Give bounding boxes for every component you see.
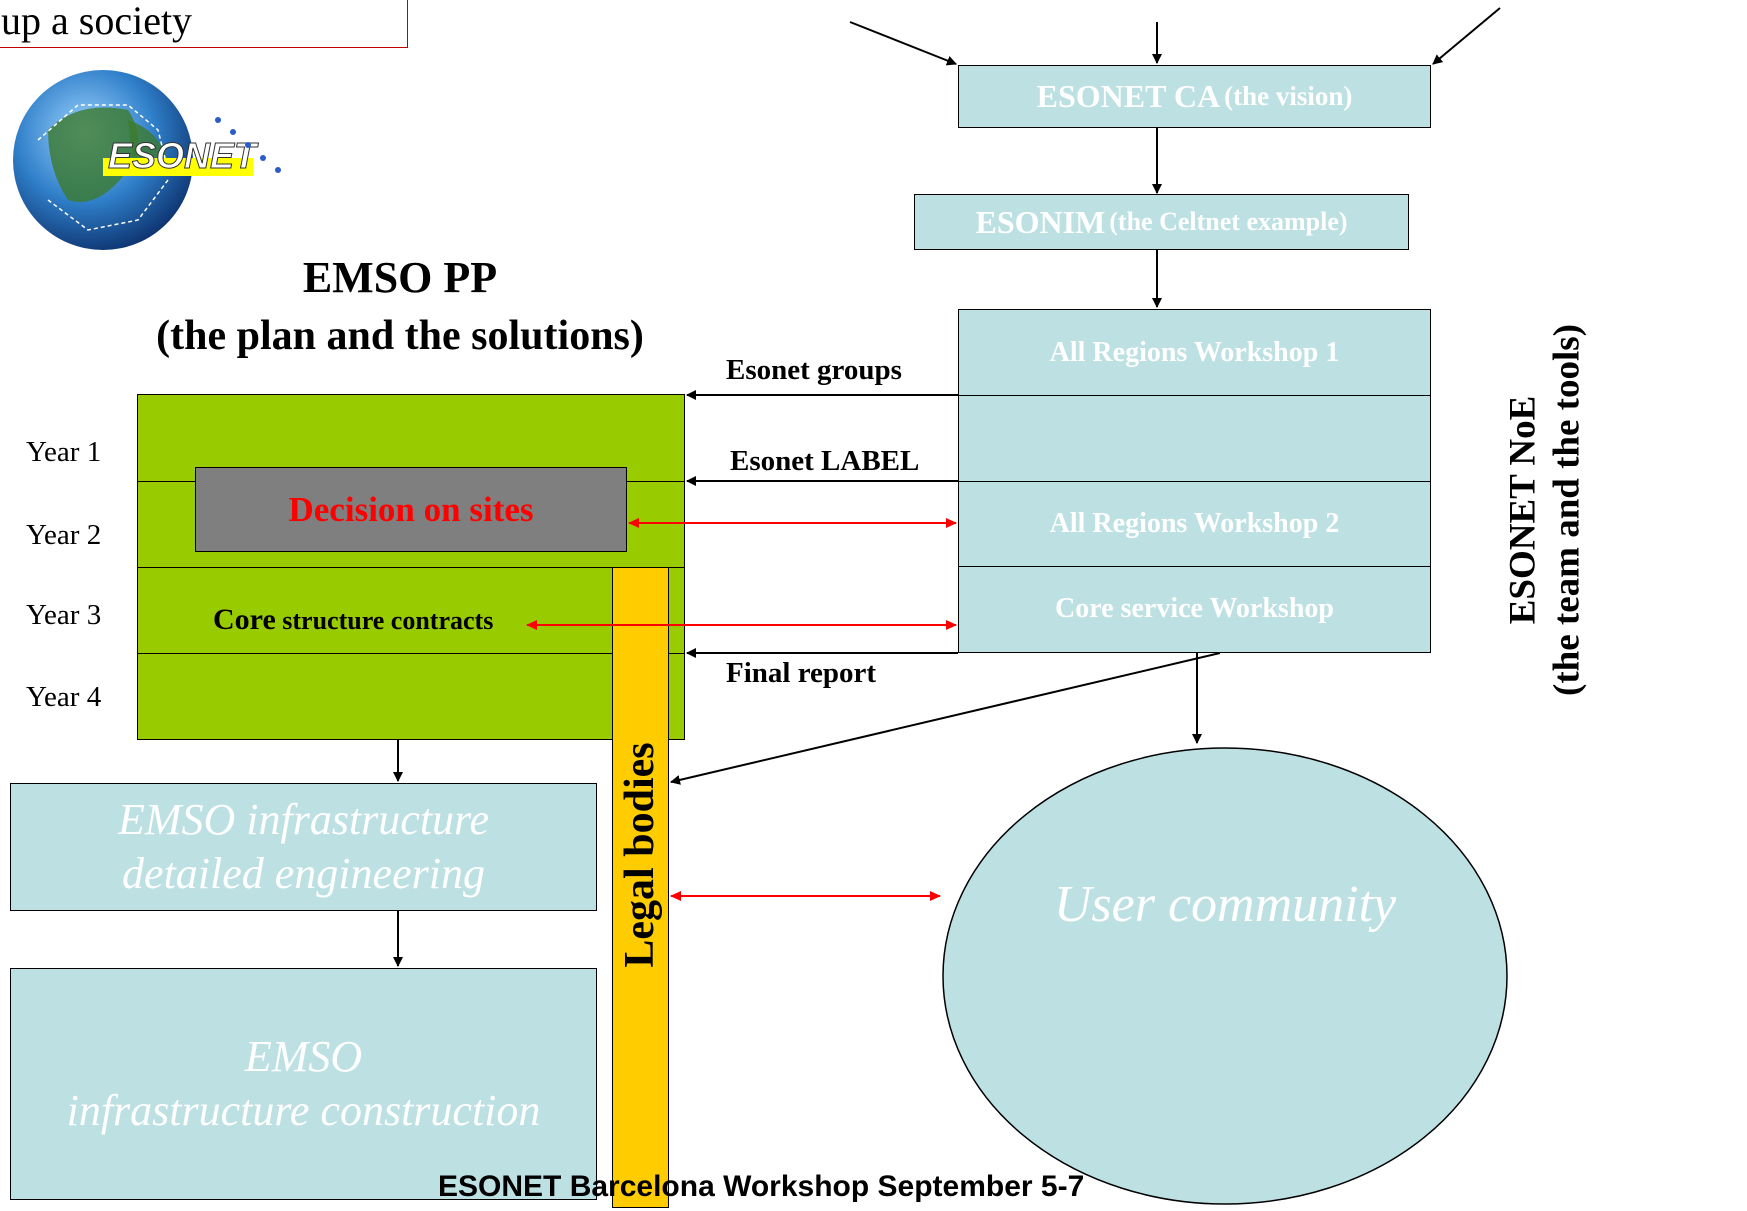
title-box-text: up a society <box>1 0 193 43</box>
legal-bodies-bar <box>612 567 669 1208</box>
decision-box: Decision on sites <box>195 467 627 552</box>
user-community-shape <box>942 747 1508 1205</box>
user-community-label: User community <box>1053 876 1397 934</box>
footer-text: ESONET Barcelona Workshop September 5-7 <box>438 1170 1085 1203</box>
year-label: Year 3 <box>26 599 102 631</box>
input-arrow-right <box>1432 7 1501 65</box>
emso-pp-title: EMSO PP <box>302 253 498 302</box>
emso-engineering-line2: detailed engineering <box>122 849 485 898</box>
esonim-box: ESONIM (the Celtnet example) <box>914 194 1409 250</box>
logo-wordmark: ESONET <box>108 135 259 176</box>
esonet-ca-rest: (the vision) <box>1224 81 1353 111</box>
esonet-ca-bold: ESONET CA <box>1036 78 1221 114</box>
emso-pp-subtitle: (the plan and the solutions) <box>156 313 644 359</box>
year-divider <box>138 653 684 654</box>
workshop-divider <box>959 566 1430 567</box>
esonim-rest: (the Celtnet example) <box>1109 207 1348 236</box>
core-word: Core <box>213 603 276 636</box>
workshop-2-label: All Regions Workshop 2 <box>1049 507 1340 539</box>
year-divider <box>138 567 684 568</box>
emso-construction-line1: EMSO <box>244 1032 363 1082</box>
final-report-label: Final report <box>726 657 877 689</box>
esonet-groups-label: Esonet groups <box>726 354 902 386</box>
esonet-logo: ESONET <box>13 70 281 250</box>
title-box: up a society <box>0 0 408 48</box>
workshops-panel: All Regions Workshop 1 All Regions Works… <box>958 309 1431 653</box>
workshop-divider <box>959 395 1430 396</box>
year-label: Year 2 <box>26 519 102 551</box>
esonim-bold: ESONIM <box>975 203 1106 240</box>
workshop-1-label: All Regions Workshop 1 <box>1049 336 1340 368</box>
core-contracts-label: Core structure contracts <box>213 603 493 637</box>
year-label: Year 1 <box>26 436 102 468</box>
emso-engineering-box: EMSO infrastructure detailed engineering <box>10 783 597 911</box>
esonet-ca-box: ESONET CA (the vision) <box>958 65 1431 128</box>
core-rest: structure contracts <box>275 606 494 635</box>
decision-label: Decision on sites <box>288 489 534 529</box>
panel-to-legal-arrow <box>670 652 1221 785</box>
core-service-workshop-label: Core service Workshop <box>1055 593 1334 624</box>
emso-engineering-line1: EMSO infrastructure <box>117 795 490 845</box>
emso-construction-line2: infrastructure construction <box>66 1086 541 1135</box>
workshop-divider <box>959 481 1430 482</box>
emso-construction-box: EMSO infrastructure construction <box>10 968 597 1200</box>
esonet-label-label: Esonet LABEL <box>730 445 920 477</box>
year-label: Year 4 <box>26 681 102 713</box>
input-arrow-left <box>849 21 957 66</box>
